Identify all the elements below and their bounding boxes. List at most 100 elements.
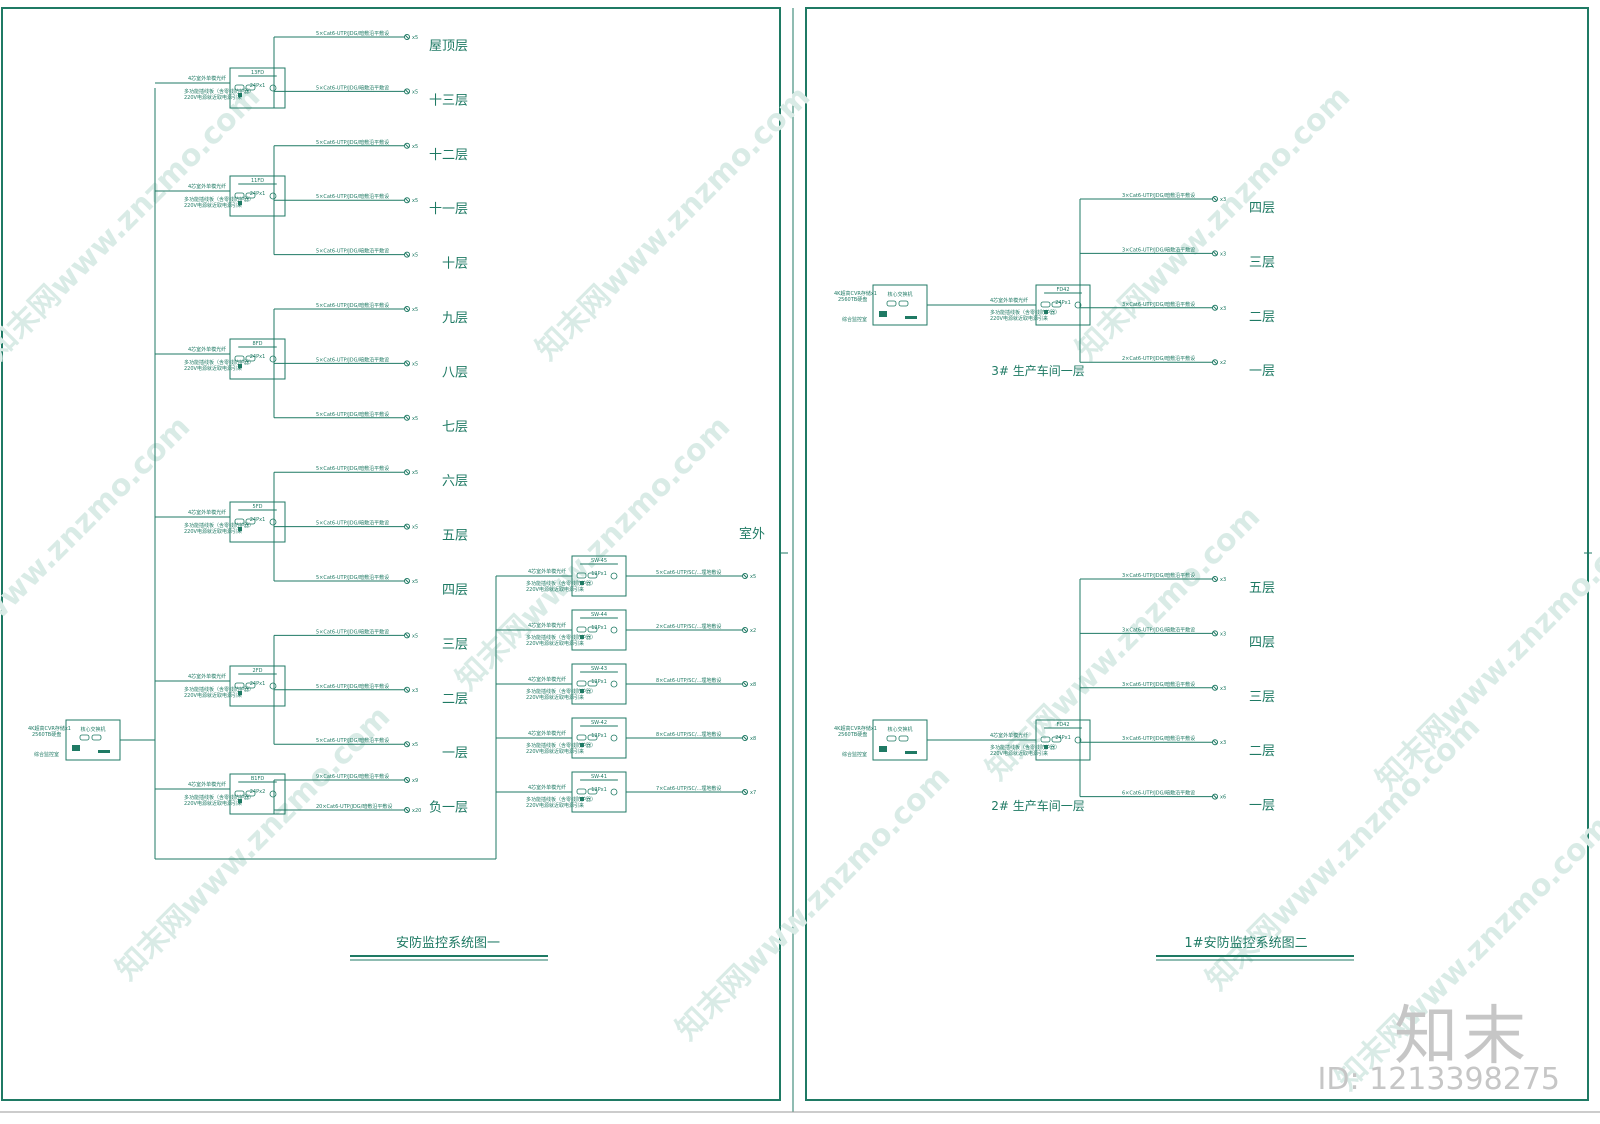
fiber-label: 4芯室外单模光纤 (528, 676, 566, 683)
watermark-text: 知末网www.znzmo.com (449, 409, 737, 697)
power-label: 多功能插线板（含零线防护器） (526, 688, 596, 695)
watermark-text: 知末网www.znzmo.com (1069, 79, 1357, 367)
switch-icon (610, 788, 618, 796)
power-socket-icon (238, 93, 242, 97)
nvr-label-1: 4K超高CVR存储x1 (834, 725, 877, 732)
floor-label: 十二层 (429, 148, 468, 163)
cable-spec: 7×Cat6-UTP/SC/...埋地敷设 (656, 785, 721, 792)
floor-label: 四层 (1249, 635, 1275, 650)
camera-endpoint: x2 (742, 627, 756, 634)
cable-spec: 5×Cat6-UTP/JDG/暗敷沿平敷设 (316, 302, 389, 309)
power-label: 220V电源就近取电源引来 (526, 640, 584, 647)
power-socket-icon (238, 201, 242, 205)
fiber-label: 4芯室外单模光纤 (188, 346, 226, 353)
computer-icon (72, 745, 80, 751)
watermark-text: 知末网www.znzmo.com (1369, 509, 1600, 797)
camera-count: x5 (412, 742, 418, 748)
fiber-label: 4芯室外单模光纤 (528, 568, 566, 575)
fiber-connector (587, 680, 598, 687)
power-socket-icon (580, 689, 584, 693)
floor-label: 二层 (1249, 744, 1275, 759)
switch-icon (269, 518, 277, 526)
switch-icon (1074, 301, 1082, 309)
left-sheet-frame (1, 7, 781, 1101)
box-name: SW-42 (591, 720, 607, 726)
box-name: SW-43 (591, 666, 607, 672)
power-label: 220V电源就近取电源引来 (526, 802, 584, 809)
camera-endpoint: x5 (404, 360, 418, 367)
power-socket-icon (580, 743, 584, 747)
camera-count: x7 (750, 790, 756, 796)
camera-endpoint: x3 (1212, 250, 1226, 257)
power-label: 多功能插线板（含零线防护器） (184, 686, 254, 693)
switch-icon (269, 355, 277, 363)
fiber-label: 4芯室外单模光纤 (188, 509, 226, 516)
cable-spec: 5×Cat6-UTP/JDG/暗敷沿平敷设 (316, 628, 389, 635)
floor-label: 九层 (442, 311, 468, 326)
floor-label: 四层 (442, 583, 468, 598)
block-3-workshop: 四层三层二层一层核心交换机4K超高CVR存储x12560TB硬盘综合监控室4芯室… (834, 192, 1275, 379)
fiber-connector (587, 626, 598, 633)
floor-label: 六层 (442, 474, 468, 489)
switch-icon (269, 84, 277, 92)
right-title: 1#安防监控系统图二 (1184, 935, 1307, 951)
power-socket-icon (238, 799, 242, 803)
camera-count: x3 (1220, 686, 1226, 692)
cable-spec: 3×Cat6-UTP/JDG/暗敷沿平敷设 (1122, 301, 1195, 308)
camera-endpoint: x3 (1212, 739, 1226, 746)
cable-spec: 5×Cat6-UTP/JDG/暗敷沿平敷设 (316, 248, 389, 255)
floor-label: 二层 (1249, 310, 1275, 325)
fiber-connector (245, 790, 256, 797)
camera-endpoint: x5 (404, 34, 418, 41)
power-socket-icon (580, 581, 584, 585)
fiber-label: 4芯室外单模光纤 (188, 183, 226, 190)
cable-spec: 20×Cat6-UTP/JDG/暗敷沿平敷设 (316, 803, 392, 810)
switch-icon (1074, 736, 1082, 744)
floor-label: 四层 (1249, 201, 1275, 216)
camera-count: x5 (412, 525, 418, 531)
fiber-label: 4芯室外单模光纤 (528, 784, 566, 791)
outdoor-label: 室外 (739, 526, 765, 542)
computer-icon (879, 311, 887, 317)
box-port: 12Px1 (591, 679, 607, 685)
cable-spec: 2×Cat6-UTP/JDG/暗敷沿平敷设 (1122, 355, 1195, 362)
fiber-connector (234, 682, 245, 689)
brand-logo: 知末 (1394, 1000, 1530, 1074)
fiber-connector (245, 84, 256, 91)
floor-label: 八层 (442, 365, 468, 380)
power-label: 多功能插线板（含零线防护器） (526, 796, 596, 803)
cable-spec: 5×Cat6-UTP/JDG/暗敷沿平敷设 (316, 683, 389, 690)
box-port: 24Px1 (1055, 300, 1071, 306)
camera-endpoint: x2 (1212, 359, 1226, 366)
camera-endpoint: x5 (404, 414, 418, 422)
building-caption: 3# 生产车间一层 (991, 363, 1085, 378)
fiber-connector (1040, 736, 1051, 743)
box-port: 24Px1 (250, 517, 266, 523)
watermark-text: 知末网www.znzmo.com (0, 79, 267, 367)
fiber-label: 4芯室外单模光纤 (990, 297, 1028, 304)
box-name: FD42 (1056, 722, 1069, 728)
camera-count: x5 (412, 416, 418, 422)
floor-label: 一层 (1249, 364, 1275, 379)
cable-spec: 5×Cat6-UTP/SC/...埋地敷设 (656, 569, 721, 576)
camera-count: x5 (412, 144, 418, 150)
camera-count: x5 (412, 579, 418, 585)
cable-spec: 3×Cat6-UTP/JDG/暗敷沿平敷设 (1122, 626, 1195, 633)
watermark-text: 知末网www.znzmo.com (669, 759, 957, 1047)
control-room-label: 综合监控室 (842, 316, 867, 323)
power-label: 多功能插线板（含零线防护器） (184, 794, 254, 801)
box-name: 8FD (253, 341, 263, 347)
camera-count: x3 (412, 688, 418, 694)
power-socket-icon (1044, 745, 1048, 749)
fiber-connector (576, 572, 587, 579)
cable-spec: 8×Cat6-UTP/SC/...埋地敷设 (656, 731, 721, 738)
box-port: 12Px1 (591, 571, 607, 577)
floor-label: 三层 (1249, 690, 1275, 705)
power-socket-icon (580, 797, 584, 801)
fiber-connector (587, 788, 598, 795)
floor-label: 十三层 (429, 93, 468, 108)
power-label: 多功能插线板（含零线防护器） (526, 634, 596, 641)
camera-endpoint: x8 (742, 681, 756, 688)
camera-count: x8 (750, 736, 756, 742)
